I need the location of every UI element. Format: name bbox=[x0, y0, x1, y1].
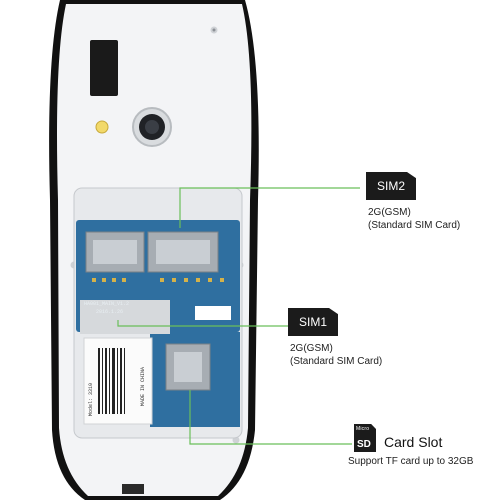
sim1-chip-icon: SIM1 bbox=[288, 308, 338, 336]
sim1-card-type: (Standard SIM Card) bbox=[290, 356, 383, 367]
sim1-callout-line bbox=[117, 320, 288, 327]
screw-hole bbox=[212, 28, 216, 32]
sim2-network: 2G(GSM) bbox=[368, 207, 411, 218]
micro-sd-icon-top: Micro bbox=[356, 426, 370, 432]
sim1-network: 2G(GSM) bbox=[290, 343, 333, 354]
sim2-description: 2G(GSM) (Standard SIM Card) bbox=[368, 206, 460, 232]
sim2-card-type: (Standard SIM Card) bbox=[368, 220, 461, 231]
sim1-chip-label: SIM1 bbox=[298, 315, 327, 329]
sticker-model-text: Model: 3310 bbox=[88, 382, 94, 416]
sim-tray-cover bbox=[80, 300, 170, 334]
micro-sd-icon-bottom: SD bbox=[357, 439, 371, 450]
bottom-connector bbox=[122, 484, 144, 494]
board-date-text: 2016.1.26 bbox=[96, 309, 124, 315]
sim2-chip-icon: SIM2 bbox=[366, 172, 416, 200]
flash-led bbox=[95, 120, 109, 134]
micro-sd-icon: Micro SD bbox=[354, 424, 376, 452]
sticker-made-in-text: MADE IN CHINA bbox=[140, 366, 146, 406]
card-callout-line bbox=[189, 390, 352, 445]
sim2-callout-line bbox=[179, 187, 360, 228]
sim1-description: 2G(GSM) (Standard SIM Card) bbox=[290, 342, 382, 368]
card-slot-title: Card Slot bbox=[384, 434, 443, 450]
speaker-grille bbox=[90, 40, 118, 96]
board-model-text: HA001_MAIN_V1.2 bbox=[84, 301, 130, 307]
card-slot-description: Support TF card up to 32GB bbox=[348, 456, 474, 467]
sim2-chip-label: SIM2 bbox=[376, 179, 405, 193]
camera-glass bbox=[145, 120, 159, 134]
